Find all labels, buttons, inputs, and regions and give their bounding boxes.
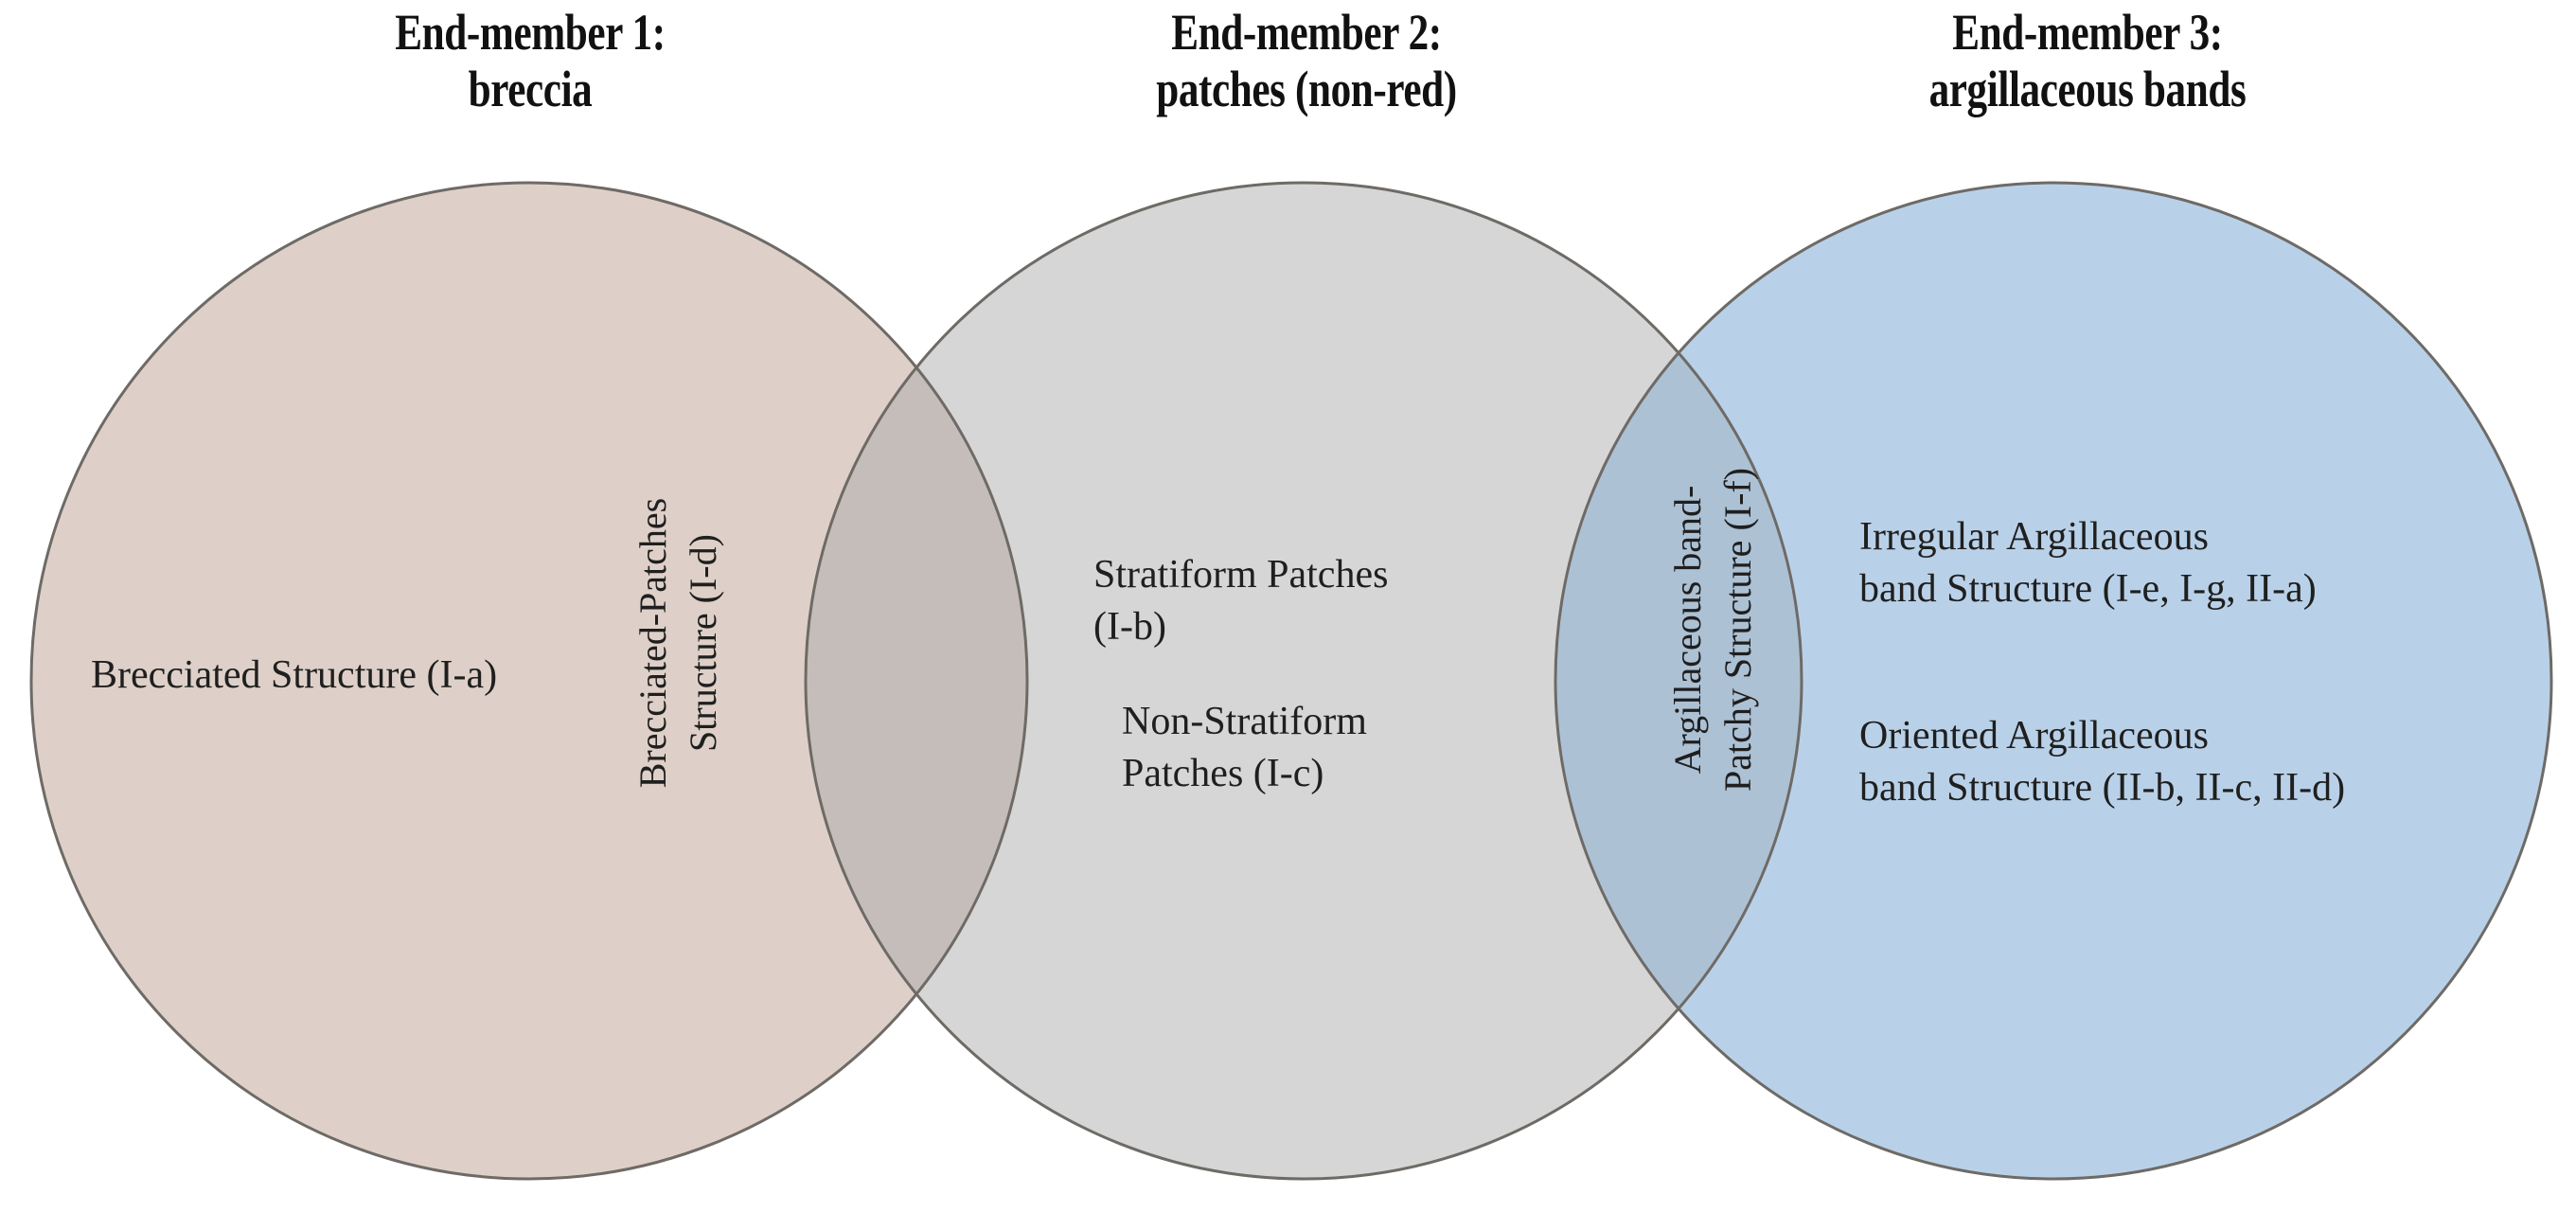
heading-end-member-2-line1: End-member 2: xyxy=(1171,4,1442,61)
label-non-stratiform-patches: Non-Stratiform Patches (I-c) xyxy=(1122,700,1367,795)
label-brecciated-structure: Brecciated Structure (I-a) xyxy=(91,653,498,697)
circle-breccia xyxy=(31,183,1027,1179)
heading-end-member-3-line1: End-member 3: xyxy=(1952,4,2223,61)
label-stratiform-patches: Stratiform Patches (I-b) xyxy=(1093,553,1389,649)
circle-patches-outline xyxy=(804,181,1803,1181)
label-brecciated-patches-structure: Brecciated-Patches Structure (I-d) xyxy=(631,497,724,789)
heading-end-member-2: End-member 2: patches (non-red) xyxy=(973,4,1640,118)
heading-end-member-1: End-member 1: breccia xyxy=(197,4,863,118)
circle-breccia-outline xyxy=(29,181,1029,1181)
label-irregular-argillaceous-band-structure: Irregular Argillaceous band Structure (I… xyxy=(1859,515,2317,611)
label-argillaceous-band-patchy-structure: Argillaceous band- Patchy Structure (I-f… xyxy=(1666,467,1759,793)
heading-end-member-3-line2: argillaceous bands xyxy=(1928,61,2247,118)
heading-end-member-3: End-member 3: argillaceous bands xyxy=(1747,4,2428,118)
label-oriented-argillaceous-band-structure: Oriented Argillaceous band Structure (II… xyxy=(1859,714,2346,810)
heading-end-member-1-line2: breccia xyxy=(468,61,593,118)
heading-end-member-1-line1: End-member 1: xyxy=(395,4,666,61)
circle-patches xyxy=(806,183,1802,1179)
circle-argillaceous-bands-outline xyxy=(1554,181,2553,1181)
circle-argillaceous-bands xyxy=(1555,183,2551,1179)
heading-end-member-2-line2: patches (non-red) xyxy=(1156,61,1457,118)
